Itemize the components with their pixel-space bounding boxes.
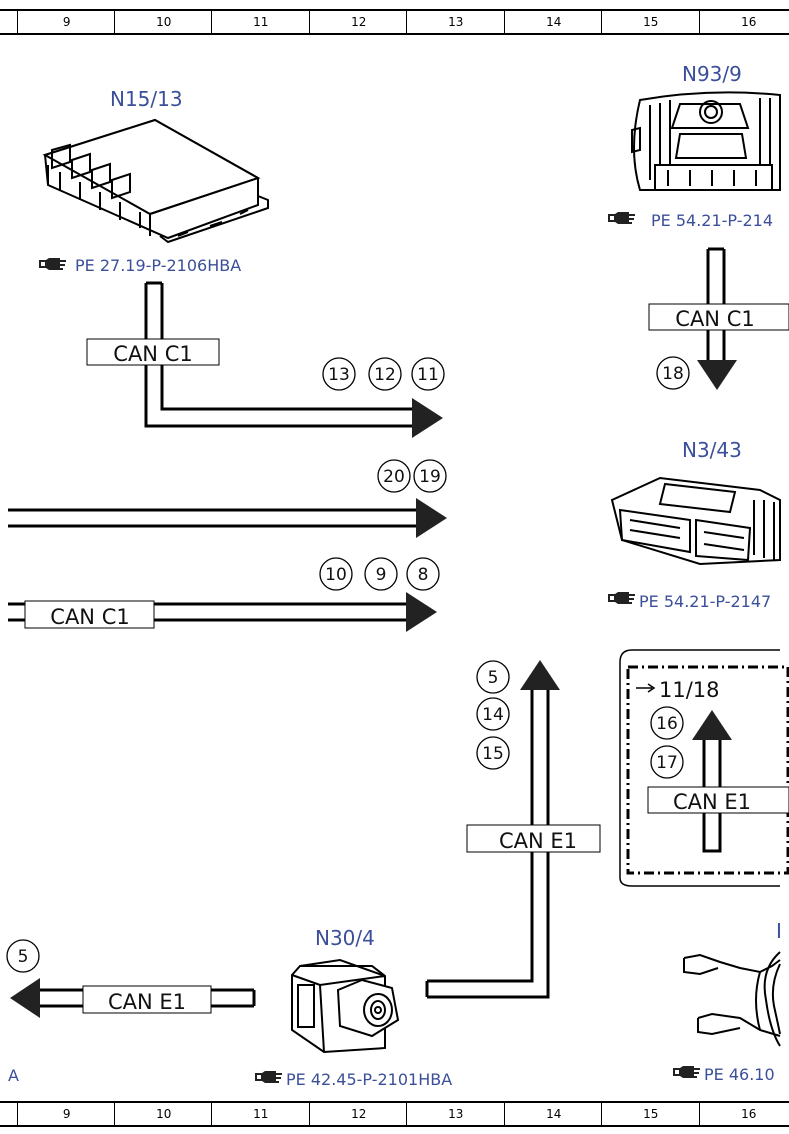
- connection-circle: [6, 939, 40, 973]
- bottom-column-ruler: 9 10 11 12 13 14 15 16: [0, 1101, 789, 1127]
- bus-label-text: CAN C1: [113, 342, 192, 366]
- bus-label-text: CAN E1: [673, 790, 751, 814]
- ruler-cell: 12: [309, 1103, 408, 1125]
- n3-43-label: N3/43: [682, 438, 742, 462]
- bus-label-text: CAN E1: [108, 990, 186, 1014]
- ruler-cell: 9: [17, 11, 116, 33]
- n93-9-label: N93/9: [682, 62, 742, 86]
- arrow-head-up: [520, 660, 560, 690]
- n15-13-module-illustration: [42, 118, 269, 244]
- ruler-cell: 13: [406, 11, 505, 33]
- connection-number: 12: [374, 365, 396, 385]
- inset-page-reference[interactable]: 11/18: [659, 678, 720, 702]
- connection-circle: [322, 357, 356, 391]
- connection-number: 11: [417, 365, 439, 385]
- connection-number: 14: [482, 705, 504, 725]
- n15-13-label: N15/13: [110, 87, 183, 111]
- bus-label-text: CAN C1: [675, 307, 754, 331]
- arrow-head-right: [406, 592, 437, 632]
- connection-circle: [368, 357, 402, 391]
- reference-hand-icon: [39, 258, 66, 270]
- page-reference-arrow-icon: [636, 683, 656, 693]
- n3-43-module-illustration: [610, 476, 781, 566]
- bus-label-can-e1-c: CAN E1: [82, 985, 212, 1014]
- connection-circle: [650, 745, 684, 779]
- connection-number: 20: [383, 467, 405, 487]
- connection-circle: [656, 356, 690, 390]
- bus-label-can-c1-c: CAN C1: [24, 600, 155, 629]
- arrow-head-up: [692, 710, 732, 740]
- reference-hand-icon: [255, 1071, 282, 1083]
- ruler-cell: 13: [406, 1103, 505, 1125]
- n3-43-reference[interactable]: PE 54.21-P-2147: [639, 592, 771, 611]
- connection-circle: [319, 557, 353, 591]
- inset-frame: [619, 649, 789, 887]
- top-column-ruler: 9 10 11 12 13 14 15 16: [0, 9, 789, 35]
- connection-circle: [364, 557, 398, 591]
- connection-number: 18: [662, 364, 684, 384]
- steering-reference[interactable]: PE 46.10: [704, 1065, 775, 1084]
- ruler-cell: 9: [17, 1103, 116, 1125]
- ruler-cell: 15: [601, 1103, 700, 1125]
- connection-number: 16: [656, 714, 678, 734]
- connection-circle: [476, 736, 510, 770]
- connection-circle: [650, 706, 684, 740]
- ruler-cell: 10: [114, 11, 213, 33]
- reference-hand-icon: [608, 212, 635, 224]
- n93-9-reference[interactable]: PE 54.21-P-214: [651, 211, 773, 230]
- n93-9-module-illustration: [631, 91, 781, 191]
- bus-label-can-c1-b: CAN C1: [648, 303, 789, 331]
- connection-circle: [476, 697, 510, 731]
- connection-number: 9: [376, 565, 387, 585]
- bus-line-row-2: [8, 508, 416, 528]
- arrow-head-right: [416, 498, 447, 538]
- n30-4-label: N30/4: [315, 926, 375, 950]
- arrow-head-right: [412, 398, 443, 438]
- connection-number: 19: [419, 467, 441, 487]
- arrow-head-left: [10, 978, 40, 1018]
- connection-number: 10: [325, 565, 347, 585]
- n15-13-reference[interactable]: PE 27.19-P-2106HBA: [75, 256, 241, 275]
- ruler-cell: 12: [309, 11, 408, 33]
- ruler-cell: 10: [114, 1103, 213, 1125]
- connection-circle: [476, 660, 510, 694]
- connection-circle: [411, 357, 445, 391]
- reference-hand-icon: [608, 592, 635, 604]
- ruler-cell: 11: [211, 1103, 310, 1125]
- ruler-cell: 15: [601, 11, 700, 33]
- connection-circle: [406, 557, 440, 591]
- can-e1-line-from-n30-4: [425, 690, 550, 999]
- ruler-cell: 14: [504, 1103, 603, 1125]
- bus-label-can-e1-a: CAN E1: [466, 824, 601, 853]
- connection-circle: [413, 459, 447, 493]
- connection-number: 13: [328, 365, 350, 385]
- connection-number: 15: [482, 744, 504, 764]
- left-cut-label: A: [8, 1066, 19, 1085]
- connection-number: 5: [488, 668, 499, 688]
- bus-label-text: CAN E1: [499, 829, 577, 853]
- ruler-cell: 16: [699, 11, 789, 33]
- ruler-cell: 11: [211, 11, 310, 33]
- bus-label-can-e1-b: CAN E1: [647, 786, 789, 814]
- connection-number: 17: [656, 753, 678, 773]
- n30-4-module-illustration: [291, 958, 400, 1054]
- n30-4-reference[interactable]: PE 42.45-P-2101HBA: [286, 1070, 452, 1089]
- can-c1-line-from-n15-13: [144, 281, 412, 428]
- connection-number: 8: [418, 565, 429, 585]
- arrow-head-down: [697, 360, 737, 390]
- connection-circle: [377, 459, 411, 493]
- bus-label-text: CAN C1: [50, 605, 129, 629]
- connection-number: 5: [18, 947, 29, 967]
- reference-hand-icon: [673, 1066, 700, 1078]
- steering-column-switch-illustration: [683, 951, 781, 1047]
- bus-label-can-c1-a: CAN C1: [86, 338, 220, 366]
- ruler-cell: 16: [699, 1103, 789, 1125]
- ruler-cell: 14: [504, 11, 603, 33]
- steering-label-cut: I: [776, 919, 782, 943]
